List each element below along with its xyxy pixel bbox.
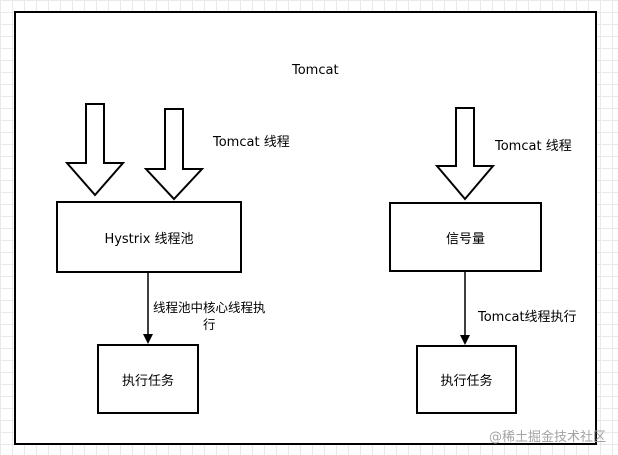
tomcat-thread-exec-edge-label: Tomcat线程执行 [478,310,577,325]
hystrix-thread-pool-box: Hystrix 线程池 [56,201,242,273]
pool-edge-label-line1: 线程池中核心线程执 [153,300,266,315]
watermark-text: @稀土掘金技术社区 [488,430,606,445]
semaphore-label: 信号量 [445,231,485,247]
right-tomcat-thread-label: Tomcat 线程 [495,139,572,154]
pool-to-task-arrowhead [143,334,153,344]
tomcat-title: Tomcat [292,63,339,78]
right-execute-task-box: 执行任务 [416,345,517,414]
right-execute-task-label: 执行任务 [440,374,493,389]
pool-core-thread-edge-label: 线程池中核心线程执 行 [153,299,266,333]
tomcat-thread-arrow-right [434,107,496,201]
tomcat-thread-arrow-2 [143,108,205,201]
left-execute-task-label: 执行任务 [121,373,174,389]
pool-edge-label-line2: 行 [203,317,216,332]
left-execute-task-box: 执行任务 [97,344,199,414]
semaphore-box: 信号量 [389,202,542,272]
left-tomcat-thread-label: Tomcat 线程 [213,135,290,150]
tomcat-thread-arrow-1 [64,103,126,197]
semaphore-to-task-arrowhead [460,335,470,345]
hystrix-thread-pool-label: Hystrix 线程池 [104,231,194,247]
